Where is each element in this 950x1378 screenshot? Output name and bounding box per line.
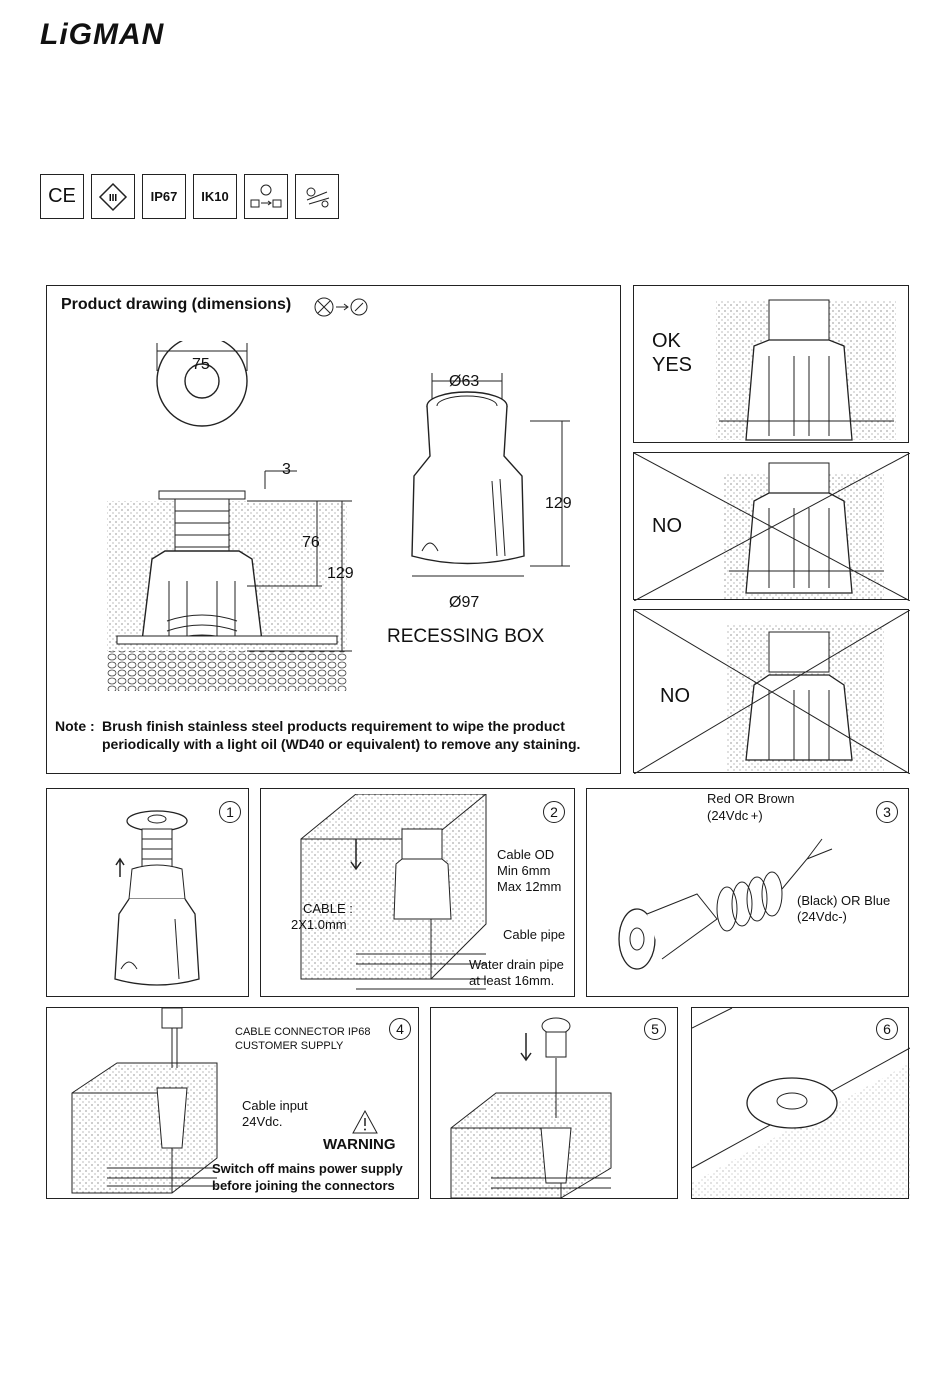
install-no-panel-1: NO xyxy=(633,452,910,601)
warning-line-2: before joining the connectors xyxy=(212,1178,395,1193)
warning-line-1: Switch off mains power supply xyxy=(212,1161,403,1176)
step-3-illustration xyxy=(618,838,833,970)
cable-input-line-2: 24Vdc. xyxy=(242,1114,283,1129)
ip67-badge: IP67 xyxy=(142,174,186,219)
step-1-number: 1 xyxy=(219,801,241,823)
cable-od-line-1: Cable OD xyxy=(497,847,555,862)
step-5-number: 5 xyxy=(644,1018,666,1040)
box-bottom-diameter: Ø97 xyxy=(449,594,480,611)
step-2-illustration xyxy=(300,794,487,990)
tools-icon xyxy=(295,174,339,219)
step-4-illustration xyxy=(71,1008,218,1194)
ce-mark-icon: CE xyxy=(40,174,84,219)
drain-pipe-line-1: Water drain pipe xyxy=(469,957,564,972)
install-ok-panel: OK YES xyxy=(633,285,909,443)
product-drawing-title: Product drawing (dimensions) xyxy=(61,296,292,313)
box-top-diameter: Ø63 xyxy=(449,373,480,390)
cable-input-line-1: Cable input xyxy=(242,1098,308,1113)
connector-line-1: CABLE CONNECTOR IP68 xyxy=(235,1026,371,1038)
step-1-illustration xyxy=(114,810,200,986)
class-tool-icon xyxy=(244,174,288,219)
cable-spec-line-1: CABLE : xyxy=(303,901,353,916)
step-3-panel: 3 Red OR Brown (24Vdc +) (Black) OR Blue… xyxy=(586,788,909,997)
certification-icons: CE III IP67 IK10 xyxy=(40,174,339,219)
ok-label: OK xyxy=(652,330,681,352)
cable-spec-line-2: 2X1.0mm xyxy=(291,917,347,932)
recessing-box-drawing xyxy=(411,373,570,577)
dim-top-width: 75 xyxy=(192,356,210,373)
red-wire-line-1: Red OR Brown xyxy=(707,791,795,806)
no-label-1: NO xyxy=(652,515,682,537)
dim-flange: 3 xyxy=(282,461,291,478)
ligman-logo: LiGMAN xyxy=(40,18,165,51)
step-5-panel: 5 xyxy=(430,1007,678,1199)
step-6-panel: 6 xyxy=(691,1007,910,1200)
no-label-2: NO xyxy=(660,685,690,707)
step-2-number: 2 xyxy=(543,801,565,823)
warning-triangle-icon xyxy=(352,1110,378,1134)
warning-title: WARNING xyxy=(323,1136,396,1153)
cable-pipe-label: Cable pipe xyxy=(503,927,566,942)
step-2-panel: 2 Cable OD Min 6mm Max 12mm CABLE : 2X1.… xyxy=(260,788,575,997)
cable-od-line-3: Max 12mm xyxy=(497,879,562,894)
class-iii-icon: III xyxy=(91,174,135,219)
product-drawing-panel: Product drawing (dimensions) xyxy=(46,285,621,774)
dim-depth-body: 76 xyxy=(302,534,320,551)
box-height: 129 xyxy=(545,495,572,512)
note-line-1: Brush finish stainless steel products re… xyxy=(102,718,565,734)
yes-label: YES xyxy=(652,354,693,376)
step-4-panel: 4 CABLE CONNECTOR IP68 CUSTOMER SUPPLY C… xyxy=(46,1007,419,1199)
dim-depth-total: 129 xyxy=(327,565,354,582)
dimension-tool-icon xyxy=(314,297,368,317)
cable-od-line-2: Min 6mm xyxy=(497,863,551,878)
step-6-illustration xyxy=(692,1008,910,1200)
connector-line-2: CUSTOMER SUPPLY xyxy=(235,1040,344,1052)
fixture-cross-section xyxy=(107,341,352,691)
black-wire-line-1: (Black) OR Blue xyxy=(797,893,891,908)
step-3-number: 3 xyxy=(876,801,898,823)
step-6-number: 6 xyxy=(876,1018,898,1040)
black-wire-line-2: (24Vdc-) xyxy=(797,909,847,924)
svg-text:III: III xyxy=(109,193,118,204)
step-4-number: 4 xyxy=(389,1018,411,1040)
recessing-box-label: RECESSING BOX xyxy=(387,626,545,647)
install-no-panel-2: NO xyxy=(633,609,910,774)
note-line-2: periodically with a light oil (WD40 or e… xyxy=(102,736,581,752)
step-5-illustration xyxy=(450,1017,612,1198)
red-wire-line-2: (24Vdc +) xyxy=(707,808,763,823)
ik10-badge: IK10 xyxy=(193,174,237,219)
drain-pipe-line-2: at least 16mm. xyxy=(469,973,555,988)
step-1-panel: 1 xyxy=(46,788,249,997)
note-prefix: Note : xyxy=(55,718,95,734)
